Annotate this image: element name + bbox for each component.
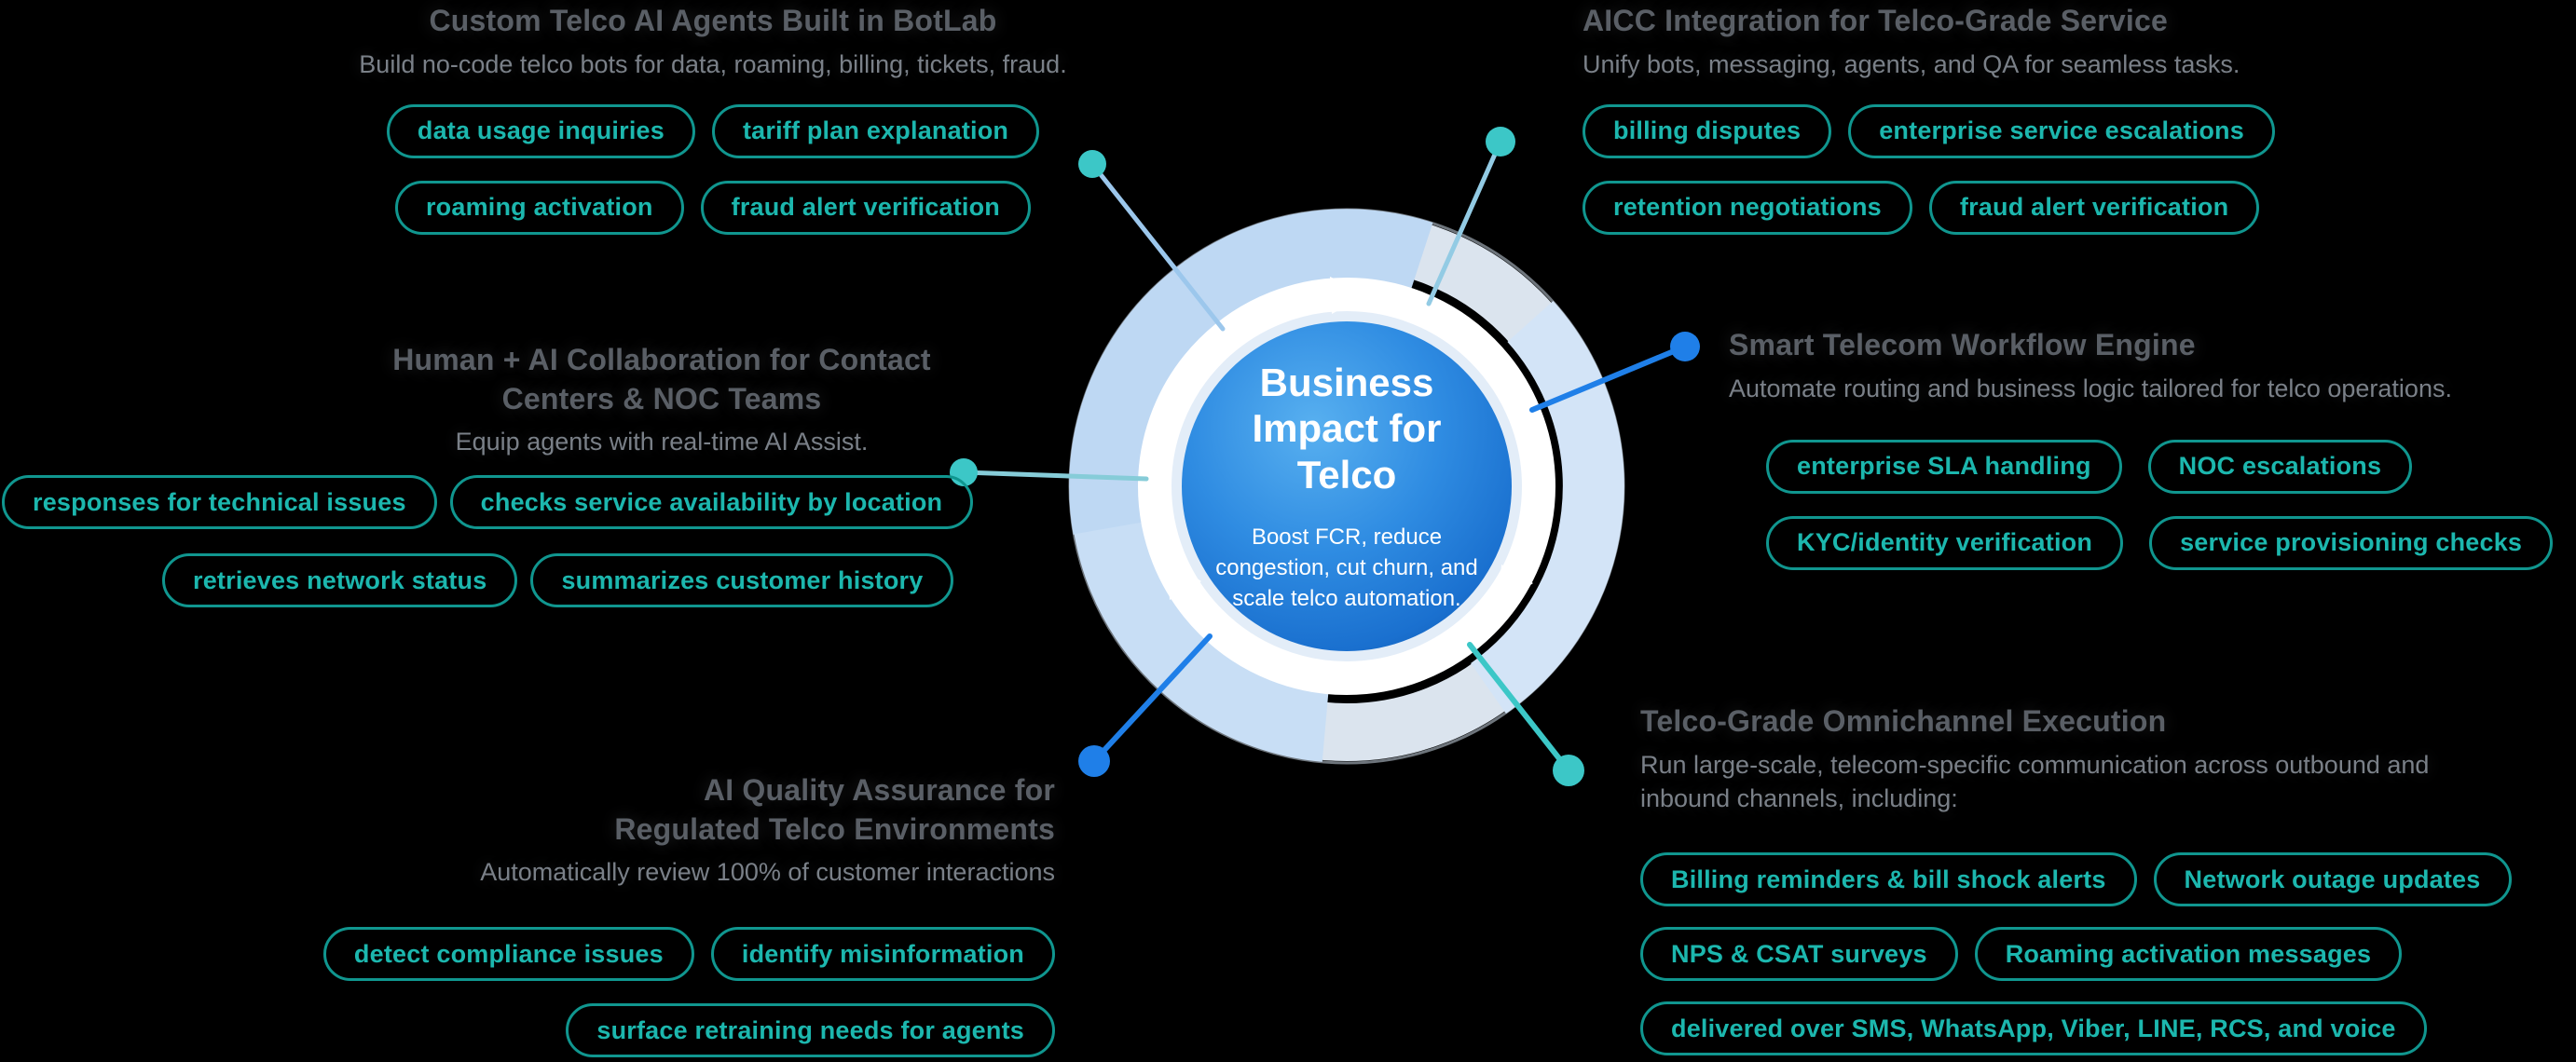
section-title: Human + AI Collaboration for Contact Cen… [392,343,931,415]
connector-line-botlab [1089,161,1226,332]
feature-pill: summarizes customer history [530,553,954,607]
chevron-arrow-icon [1330,277,1368,314]
section-qa: AI Quality Assurance for Regulated Telco… [322,771,1055,1058]
feature-pill: identify misinformation [710,927,1055,982]
pill-rows: enterprise SLA handling NOC escalations … [1766,439,2576,570]
pill-row: detect compliance issues identify misinf… [322,927,1055,982]
connector-line-omni [1467,642,1571,773]
feature-pill: enterprise service escalations [1848,103,2275,158]
section-subtitle: Run large-scale, telecom-specific commun… [1640,750,2430,812]
pill-row: delivered over SMS, WhatsApp, Viber, LIN… [1640,1001,2576,1056]
feature-pill: NPS & CSAT surveys [1640,927,1958,982]
section-omni: Telco-Grade Omnichannel Execution Run la… [1640,702,2576,1056]
pill-rows: billing disputes enterprise service esca… [1583,103,2275,235]
feature-pill: data usage inquiries [386,103,695,158]
connector-dot-blue-icon [1670,332,1700,361]
section-subtitle: Automate routing and business logic tail… [1729,374,2452,402]
section-title: Custom Telco AI Agents Built in BotLab [429,4,997,37]
feature-pill: retrieves network status [162,553,518,607]
section-title: AI Quality Assurance for Regulated Telco… [614,773,1055,846]
feature-pill: NOC escalations [2147,439,2413,494]
section-title: Telco-Grade Omnichannel Execution [1640,704,2167,738]
feature-pill: billing disputes [1583,103,1832,158]
feature-pill: enterprise SLA handling [1766,439,2122,494]
section-title: AICC Integration for Telco-Grade Service [1583,4,2168,37]
feature-pill: KYC/identity verification [1766,515,2124,570]
section-collab-pills: responses for technical issues checks se… [2,475,1046,607]
feature-pill: Roaming activation messages [1974,927,2403,982]
connector-line-aicc [1426,139,1503,306]
pill-row: retrieves network status summarizes cust… [162,553,1046,607]
section-workflow: Smart Telecom Workflow Engine Automate r… [1729,326,2576,570]
connector-line-workflow [1529,344,1688,413]
pill-row: KYC/identity verification service provis… [1766,515,2576,570]
feature-pill: roaming activation [394,180,684,235]
center-circle-content: Business Impact for Telco Boost FCR, red… [1151,317,1542,657]
section-subtitle: Build no-code telco bots for data, roami… [359,49,1067,78]
feature-pill: surface retraining needs for agents [566,1003,1055,1058]
feature-pill: responses for technical issues [2,475,437,529]
connector-dot-blue-icon [1078,745,1110,777]
section-subtitle: Equip agents with real-time AI Assist. [455,428,869,456]
feature-pill: retention negotiations [1583,180,1912,235]
connector-dot-teal-icon [1553,755,1584,786]
center-description: Boost FCR, reduce congestion, cut churn,… [1215,524,1478,612]
section-aicc: AICC Integration for Telco-Grade Service… [1583,2,2356,235]
section-botlab: Custom Telco AI Agents Built in BotLab B… [336,2,1090,235]
feature-pill: tariff plan explanation [711,103,1040,158]
center-title: Business Impact for Telco [1252,360,1442,497]
pill-rows: data usage inquiries tariff plan explana… [386,103,1040,235]
pill-rows: Billing reminders & bill shock alerts Ne… [1640,852,2576,1056]
feature-pill: fraud alert verification [700,180,1032,235]
pill-row: surface retraining needs for agents [323,1003,1055,1058]
pill-row: NPS & CSAT surveys Roaming activation me… [1640,927,2576,982]
feature-pill: fraud alert verification [1928,180,2260,235]
pill-row: responses for technical issues checks se… [2,475,1046,529]
pill-row: Billing reminders & bill shock alerts Ne… [1640,852,2576,907]
pill-row: enterprise SLA handling NOC escalations [1766,439,2576,494]
section-title: Smart Telecom Workflow Engine [1729,328,2196,361]
feature-pill: service provisioning checks [2149,515,2554,570]
pill-row: billing disputes enterprise service esca… [1583,103,2275,158]
feature-pill: Billing reminders & bill shock alerts [1640,852,2137,907]
section-subtitle: Unify bots, messaging, agents, and QA fo… [1583,49,2240,78]
section-subtitle: Automatically review 100% of customer in… [480,858,1055,887]
pill-row: retention negotiations fraud alert verif… [1583,180,2275,235]
feature-pill: detect compliance issues [322,927,694,982]
pill-row: roaming activation fraud alert verificat… [387,180,1039,235]
pill-rows: detect compliance issues identify misinf… [322,927,1055,1058]
feature-pill: delivered over SMS, WhatsApp, Viber, LIN… [1640,1001,2427,1056]
feature-pill: checks service availability by location [449,475,974,529]
feature-pill: Network outage updates [2153,852,2512,907]
pill-row: data usage inquiries tariff plan explana… [386,103,1040,158]
section-collab: Human + AI Collaboration for Contact Cen… [382,341,941,459]
connector-dot-teal-icon [1486,127,1515,157]
